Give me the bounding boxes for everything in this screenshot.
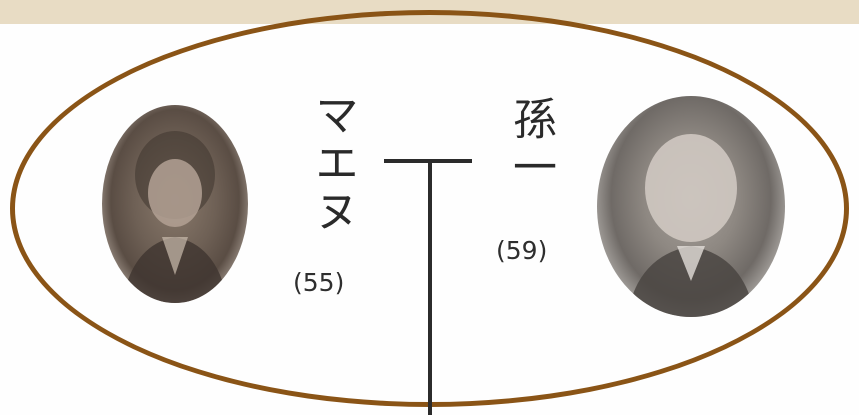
wife-age: (55) [293,268,345,297]
wife-name: マエヌ [307,92,358,236]
man-portrait-icon [627,134,755,317]
wife-portrait [102,105,248,303]
husband-portrait [597,96,785,317]
descendant-line [428,159,432,415]
woman-portrait-icon [122,131,228,303]
husband-age: (59) [496,236,548,265]
husband-name: 孫一 [505,96,556,192]
